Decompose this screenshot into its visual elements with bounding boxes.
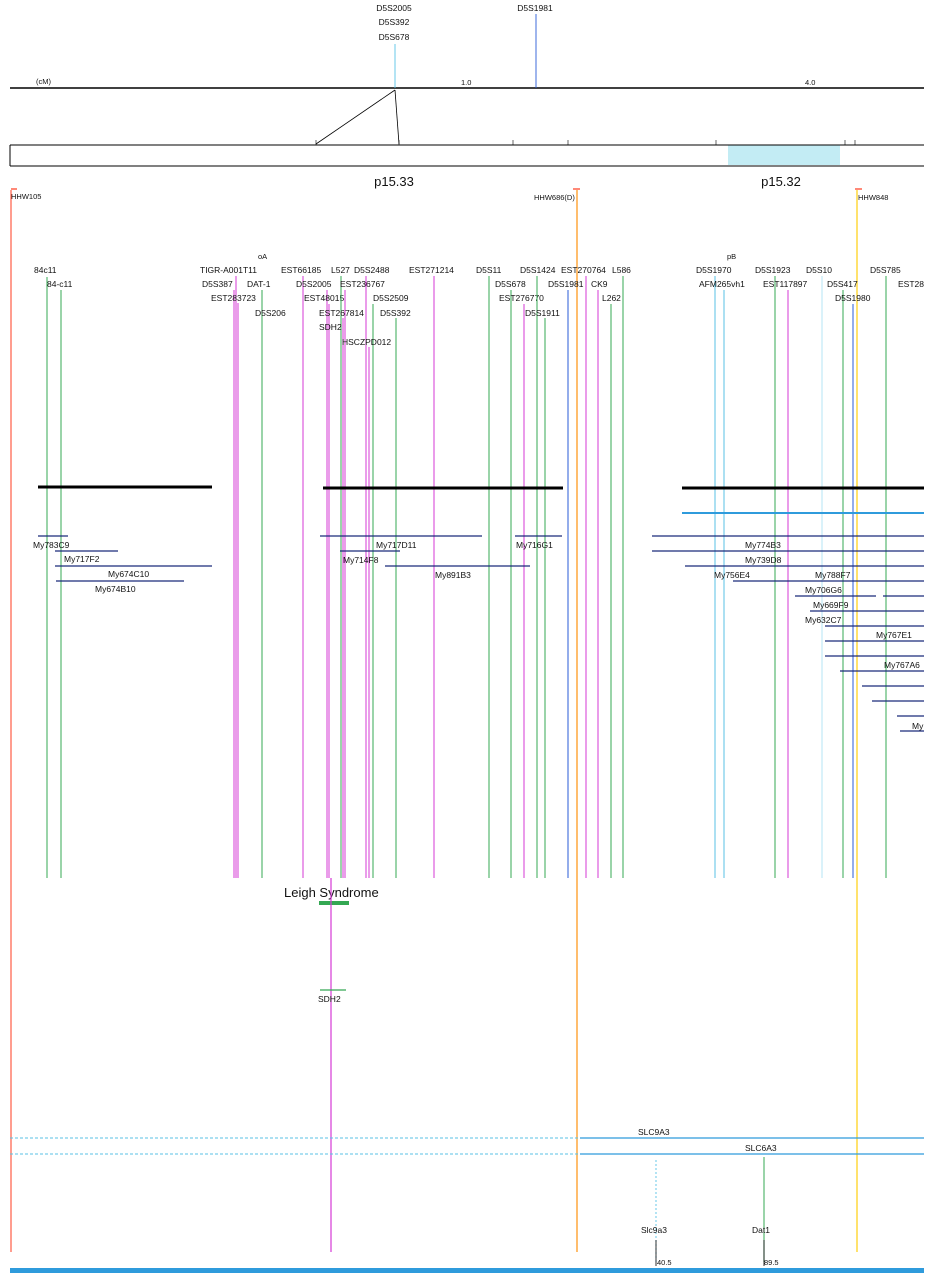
- marker-label: D5S11: [476, 265, 502, 275]
- clone-label: My756E4: [714, 570, 750, 580]
- hybrid-label: HHW105: [11, 192, 41, 201]
- mouse-position: 40.5: [657, 1258, 672, 1267]
- marker-label: D5S1911: [525, 308, 560, 318]
- marker-label: D5S392: [380, 308, 411, 318]
- marker-label: D5S1980: [835, 293, 871, 303]
- marker-label: EST283723: [211, 293, 256, 303]
- clone-label: My674B10: [95, 584, 136, 594]
- chromosome-bar: p15.33 p15.32: [9, 140, 924, 189]
- marker-label: EST267814: [319, 308, 364, 318]
- mouse-synteny: SLC9A3 SLC6A3 Slc9a3 Dat1 40.5 89.5: [10, 1127, 924, 1273]
- marker-label: oA: [258, 252, 267, 261]
- mouse-position: 89.5: [764, 1258, 779, 1267]
- clone-label: My674C10: [108, 569, 149, 579]
- top-marker-label: D5S392: [379, 17, 410, 27]
- clone-label: My717D11: [376, 540, 417, 550]
- clone-label: My717F2: [64, 554, 100, 564]
- marker-label: EST66185: [281, 265, 321, 275]
- marker-label: D5S206: [255, 308, 286, 318]
- zoom-line: [394, 89, 400, 145]
- disease-locus: Leigh Syndrome SDH2: [284, 878, 379, 1252]
- marker-label: DAT-1: [247, 279, 271, 289]
- marker-label: D5S417: [827, 279, 858, 289]
- clone-label: My767A6: [884, 660, 920, 670]
- marker-label: EST28: [898, 279, 924, 289]
- clone-label: My: [912, 721, 924, 731]
- human-gene-label: SLC6A3: [745, 1143, 777, 1153]
- band-label: p15.33: [374, 174, 414, 189]
- zoom-line: [315, 89, 396, 145]
- mouse-gene-label: Slc9a3: [641, 1225, 667, 1235]
- hybrid-label: HHW848: [858, 193, 888, 202]
- marker-label: EST48015: [304, 293, 344, 303]
- marker-label: EST117897: [763, 279, 808, 289]
- top-marker-label: D5S1981: [517, 3, 553, 13]
- marker-lines: 84c11 84-c11 TIGR-A001T11 D5S387 EST2837…: [34, 252, 924, 878]
- marker-label: L527: [331, 265, 350, 275]
- clone-label: My669F9: [813, 600, 849, 610]
- clone-label: My632C7: [805, 615, 842, 625]
- gene-label: SDH2: [318, 994, 341, 1004]
- marker-label: HSCZPD012: [342, 337, 391, 347]
- clone-label: My716G1: [516, 540, 553, 550]
- marker-label: D5S1923: [755, 265, 791, 275]
- genetic-map: (cM) 1.0 4.0 D5S2005 D5S392 D5S678 D5S19…: [10, 3, 924, 145]
- cm-unit-label: (cM): [36, 77, 51, 86]
- clone-label: My767E1: [876, 630, 912, 640]
- marker-label: D5S678: [495, 279, 526, 289]
- marker-label: EST271214: [409, 265, 454, 275]
- clone-label: My783C9: [33, 540, 70, 550]
- marker-label: L586: [612, 265, 631, 275]
- marker-label: EST236767: [340, 279, 385, 289]
- marker-label: AFM265vh1: [699, 279, 745, 289]
- clone-label: My788F7: [815, 570, 851, 580]
- human-gene-label: SLC9A3: [638, 1127, 670, 1137]
- disease-bar: [319, 901, 349, 905]
- clone-label: My706G6: [805, 585, 842, 595]
- marker-label: D5S2509: [373, 293, 409, 303]
- marker-label: SDH2: [319, 322, 342, 332]
- clone-label: My739D8: [745, 555, 782, 565]
- marker-label: EST270764: [561, 265, 606, 275]
- marker-label: D5S1970: [696, 265, 732, 275]
- marker-label: CK9: [591, 279, 608, 289]
- marker-label: D5S1981: [548, 279, 584, 289]
- marker-label: EST276770: [499, 293, 544, 303]
- top-marker-label: D5S2005: [376, 3, 412, 13]
- clone-label: My774B3: [745, 540, 781, 550]
- band-label: p15.32: [761, 174, 801, 189]
- hybrid-label: HHW686(D): [534, 193, 575, 202]
- clone-label: My714F8: [343, 555, 379, 565]
- mouse-gene-label: Dat1: [752, 1225, 770, 1235]
- contig-bars: [38, 485, 924, 514]
- marker-label: 84-c11: [47, 279, 73, 289]
- marker-label: TIGR-A001T11: [200, 265, 257, 275]
- marker-label: D5S10: [806, 265, 832, 275]
- marker-label: 84c11: [34, 265, 57, 275]
- clone-bars: My783C9 My717F2 My674C10 My674B10 My717D…: [33, 535, 924, 732]
- mouse-chromosome-bar: [10, 1268, 924, 1273]
- marker-label: D5S2005: [296, 279, 332, 289]
- marker-label: D5S1424: [520, 265, 556, 275]
- marker-label: D5S2488: [354, 265, 390, 275]
- marker-label: D5S785: [870, 265, 901, 275]
- scale-label: 4.0: [805, 78, 815, 87]
- marker-label: L262: [602, 293, 621, 303]
- marker-label: D5S387: [202, 279, 233, 289]
- marker-label: pB: [727, 252, 736, 261]
- clone-label: My891B3: [435, 570, 471, 580]
- hybrid-lines: HHW105 HHW686(D) HHW848: [10, 188, 888, 1252]
- scale-label: 1.0: [461, 78, 471, 87]
- top-marker-label: D5S678: [379, 32, 410, 42]
